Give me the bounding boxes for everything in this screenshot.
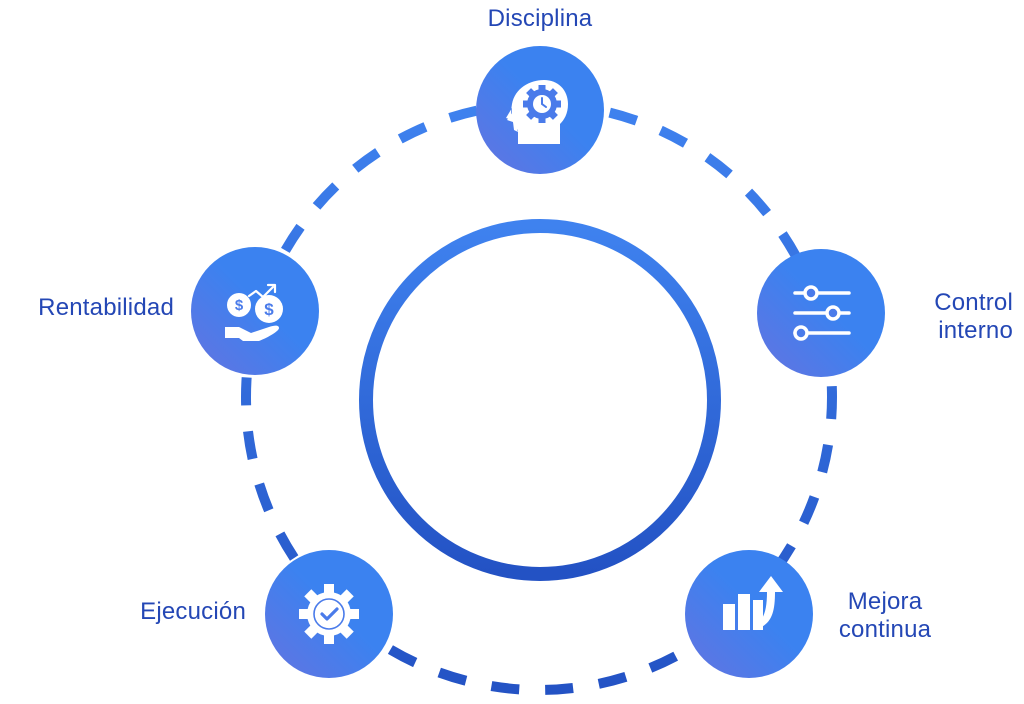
sliders-icon [793,285,851,341]
label-ejecucion: Ejecución [140,598,246,625]
svg-text:$: $ [235,297,244,314]
head-gear-clock-icon [506,80,568,144]
node-disciplina [476,46,604,174]
dashed-cycle-ring [241,99,837,695]
label-rentabilidad: Rentabilidad [38,294,174,321]
label-mejora-continua: Mejora continua [838,588,932,643]
gear-check-icon [299,584,359,644]
hand-coins-icon: $ $ [225,283,283,341]
label-disciplina: Disciplina [487,5,593,32]
growth-chart-arrow-icon [723,576,783,630]
node-circle [191,247,319,375]
node-control-interno [757,249,885,377]
svg-text:$: $ [264,300,274,319]
node-mejora-continua [685,550,813,678]
node-rentabilidad: $ $ [191,247,319,375]
node-ejecucion [265,550,393,678]
center-ring [359,219,721,581]
label-control-interno: Control interno [934,289,1013,344]
